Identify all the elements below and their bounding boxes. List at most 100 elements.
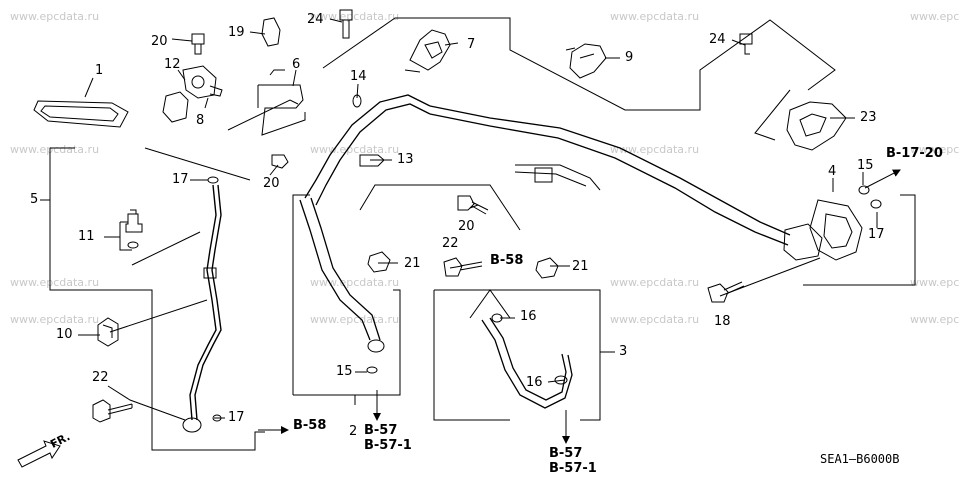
bolt-part-22-center <box>443 257 483 277</box>
callout-8: 8 <box>196 113 205 128</box>
callout-7: 7 <box>467 37 476 52</box>
hose-part-3 <box>481 317 573 409</box>
callout-6: 6 <box>292 57 301 72</box>
frame-bracket-6 <box>227 99 299 131</box>
bolt-part-24-top <box>339 9 353 39</box>
block-part-4 <box>809 199 863 261</box>
callout-3: 3 <box>619 344 628 359</box>
pipe-branch-center <box>514 164 601 191</box>
watermark: www.epcdata.ru <box>610 143 700 156</box>
ref-b58-left[interactable]: B-58 <box>293 418 327 433</box>
oring-16a <box>491 313 503 323</box>
callout-14: 14 <box>350 69 367 84</box>
gasket-part-1 <box>33 100 129 128</box>
callout-16a: 16 <box>520 309 537 324</box>
callout-22a: 22 <box>92 370 109 385</box>
callout-20a: 20 <box>151 34 168 49</box>
leader-14 <box>356 83 359 99</box>
watermark: www.epcdata.ru <box>910 143 960 156</box>
callout-10: 10 <box>56 327 73 342</box>
ref-b57-1-bottom[interactable]: B-57-1 <box>549 461 597 476</box>
callout-1: 1 <box>95 63 104 78</box>
oring-15a <box>366 366 378 374</box>
watermark: www.epcdata.ru <box>610 10 700 23</box>
leader-10b <box>109 299 208 333</box>
bracket-part-12 <box>182 65 217 99</box>
ref-b17-20[interactable]: B-17-20 <box>886 146 943 161</box>
watermark: www.epcdata.ru <box>10 313 100 326</box>
bracket-12-hole <box>191 75 205 89</box>
bolt-part-22-left <box>92 399 133 423</box>
callout-24b: 24 <box>709 32 726 47</box>
ref-b57-left[interactable]: B-57 <box>364 423 398 438</box>
leader-11 <box>104 221 132 251</box>
oring-15b <box>858 185 870 195</box>
nut-part-21-left <box>367 251 391 273</box>
bracket-part-23 <box>786 101 847 151</box>
frame-left-group <box>49 148 265 451</box>
callout-5: 5 <box>30 192 39 207</box>
ref-b58-mid[interactable]: B-58 <box>490 253 524 268</box>
callout-20c: 20 <box>458 219 475 234</box>
frame-right <box>754 89 791 141</box>
watermark: www.epcdata.ru <box>610 313 700 326</box>
bolt-part-20-top <box>191 33 205 55</box>
leader-6 <box>292 69 297 87</box>
nut-part-21-right <box>535 257 559 279</box>
oring-17a <box>207 176 219 184</box>
frame-top-right <box>322 17 836 111</box>
front-arrow-icon <box>17 440 61 468</box>
fitting-5-bottom <box>182 417 202 433</box>
watermark: www.epcdata.ru <box>910 10 960 23</box>
leader-19 <box>249 31 266 35</box>
fitting-right-main <box>783 223 823 261</box>
watermark: www.epcdata.ru <box>910 276 960 289</box>
bolt-part-20-bracket <box>271 154 289 169</box>
bracket-part-6 <box>257 69 306 136</box>
pipe-long-upper <box>429 105 791 246</box>
callout-17c: 17 <box>868 227 885 242</box>
bracket-part-8-tab <box>209 85 223 97</box>
frame-center <box>359 184 521 231</box>
bracket-part-9 <box>565 43 607 79</box>
leader-1 <box>84 77 94 98</box>
callout-19: 19 <box>228 25 245 40</box>
callout-21b: 21 <box>572 259 589 274</box>
arrow-b1720 <box>864 169 901 189</box>
callout-20b: 20 <box>263 176 280 191</box>
leader-b58-mid <box>469 289 511 319</box>
callout-11: 11 <box>78 229 95 244</box>
hose-part-2 <box>299 197 381 341</box>
watermark: www.epcdata.ru <box>310 313 400 326</box>
pipe-clamp-center <box>534 167 553 183</box>
callout-23: 23 <box>860 110 877 125</box>
callout-22b: 22 <box>442 236 459 251</box>
ref-b57-1-left[interactable]: B-57-1 <box>364 438 412 453</box>
pipe-part-5 <box>189 184 222 421</box>
diagram-code: SEA1—B6000B <box>820 452 900 466</box>
callout-24a: 24 <box>307 12 324 27</box>
callout-18: 18 <box>714 314 731 329</box>
callout-13: 13 <box>397 152 414 167</box>
watermark: www.epcdata.ru <box>10 276 100 289</box>
callout-17b: 17 <box>228 410 245 425</box>
callout-16b: 16 <box>526 375 543 390</box>
watermark: www.epcdata.ru <box>310 276 400 289</box>
hose-2-upper <box>304 94 431 206</box>
frame-left-top <box>50 147 251 181</box>
clip-part-10 <box>97 317 119 347</box>
leader-24a <box>329 18 343 23</box>
bracket-part-7 <box>404 29 451 73</box>
oring-17b <box>212 414 222 422</box>
leader-20c <box>469 204 479 209</box>
ref-b57-bottom[interactable]: B-57 <box>549 446 583 461</box>
watermark: www.epcdata.ru <box>10 10 100 23</box>
leader-22b <box>449 265 463 269</box>
bolt-part-20-center <box>457 195 489 215</box>
fitting-2-bottom <box>367 339 385 353</box>
callout-21a: 21 <box>404 256 421 271</box>
bolt-part-24-right <box>739 33 753 55</box>
callout-12: 12 <box>164 57 181 72</box>
watermark: www.epcdata.ru <box>10 143 100 156</box>
